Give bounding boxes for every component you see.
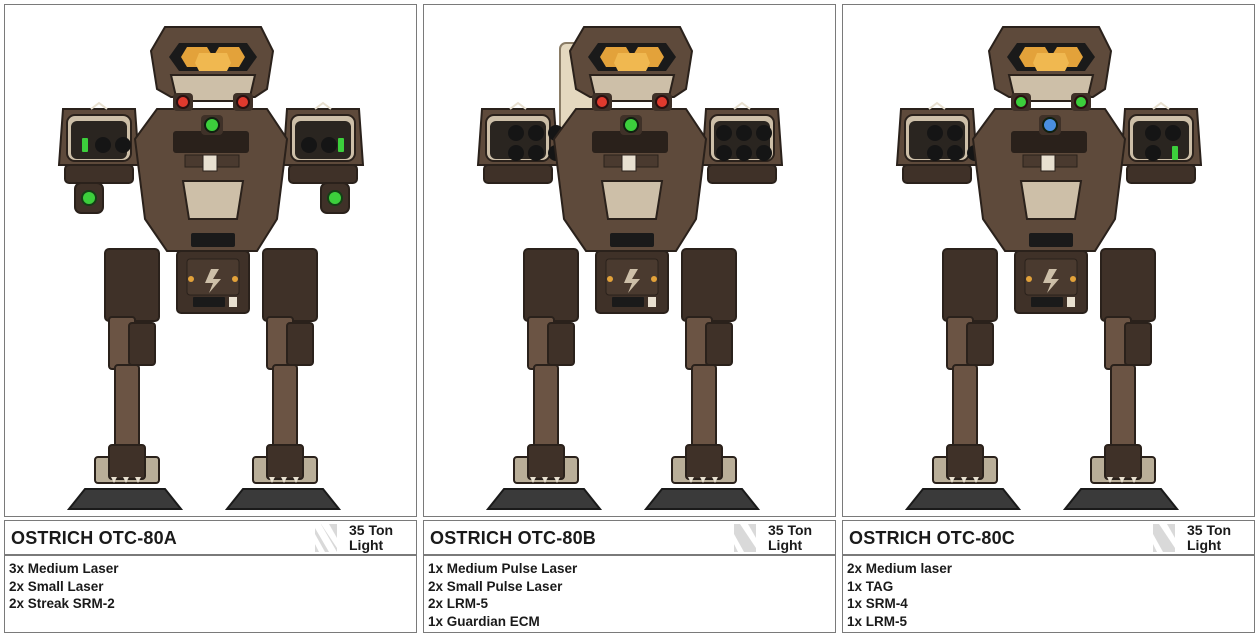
mech-name: OSTRICH OTC-80B: [430, 528, 597, 548]
armament-item: 1x TAG: [847, 578, 894, 594]
title-row: OSTRICH OTC-80B 35 Ton Light: [423, 520, 836, 555]
title-row: OSTRICH OTC-80A 35 Ton Light: [4, 520, 417, 555]
tonnage-class: 35 Ton Light: [768, 523, 812, 553]
armament-item: 1x LRM-5: [847, 613, 908, 629]
armament-item: 1x Guardian ECM: [428, 613, 540, 629]
weight-class: Light: [1187, 537, 1222, 553]
mech-illustration-box: [842, 4, 1255, 517]
armament-box: 2x Medium laser 1x TAG 1x SRM-4 1x LRM-5: [842, 555, 1255, 633]
mech-illustration: [476, 26, 784, 510]
weight-class: Light: [349, 537, 384, 553]
mech-name: OSTRICH OTC-80A: [11, 528, 178, 548]
mech-name: OSTRICH OTC-80C: [849, 528, 1016, 548]
mech-illustration-box: [423, 4, 836, 517]
left-weapon-pod: [57, 101, 141, 184]
weight-class: Light: [768, 537, 803, 553]
tonnage: 35 Ton: [1187, 522, 1232, 538]
right-weapon-pod: [281, 101, 365, 184]
hazard-stripe-icon: [1153, 524, 1175, 552]
mech-illustration: [895, 26, 1203, 510]
left-weapon-pod: [895, 101, 983, 184]
tonnage: 35 Ton: [768, 522, 813, 538]
armament-item: 2x LRM-5: [428, 596, 489, 611]
armament-item: 1x SRM-4: [847, 596, 908, 611]
armament-item: 1x Medium Pulse Laser: [428, 561, 578, 576]
armament-box: 1x Medium Pulse Laser 2x Small Pulse Las…: [423, 555, 836, 633]
armament-list: 2x Medium laser 1x TAG 1x SRM-4 1x LRM-5: [843, 556, 1254, 630]
left-weapon-pod: [476, 101, 564, 184]
tonnage-class: 35 Ton Light: [1187, 523, 1231, 553]
hazard-stripe-icon: [315, 524, 337, 552]
tonnage: 35 Ton: [349, 522, 394, 538]
armament-list: 3x Medium Laser 2x Small Laser 2x Streak…: [5, 556, 416, 613]
armament-item: 3x Medium Laser: [9, 561, 119, 576]
mech-illustration: [57, 26, 365, 510]
mech-illustration-box: [4, 4, 417, 517]
armament-item: 2x Streak SRM-2: [9, 596, 115, 611]
tonnage-class: 35 Ton Light: [349, 523, 393, 553]
armament-box: 3x Medium Laser 2x Small Laser 2x Streak…: [4, 555, 417, 633]
armament-list: 1x Medium Pulse Laser 2x Small Pulse Las…: [424, 556, 835, 630]
armament-item: 2x Medium laser: [847, 561, 953, 576]
right-weapon-pod: [700, 101, 784, 184]
title-row: OSTRICH OTC-80C 35 Ton Light: [842, 520, 1255, 555]
armament-item: 2x Small Pulse Laser: [428, 578, 563, 594]
armament-item: 2x Small Laser: [9, 578, 104, 594]
hazard-stripe-icon: [734, 524, 756, 552]
right-weapon-pod: [1119, 101, 1203, 184]
